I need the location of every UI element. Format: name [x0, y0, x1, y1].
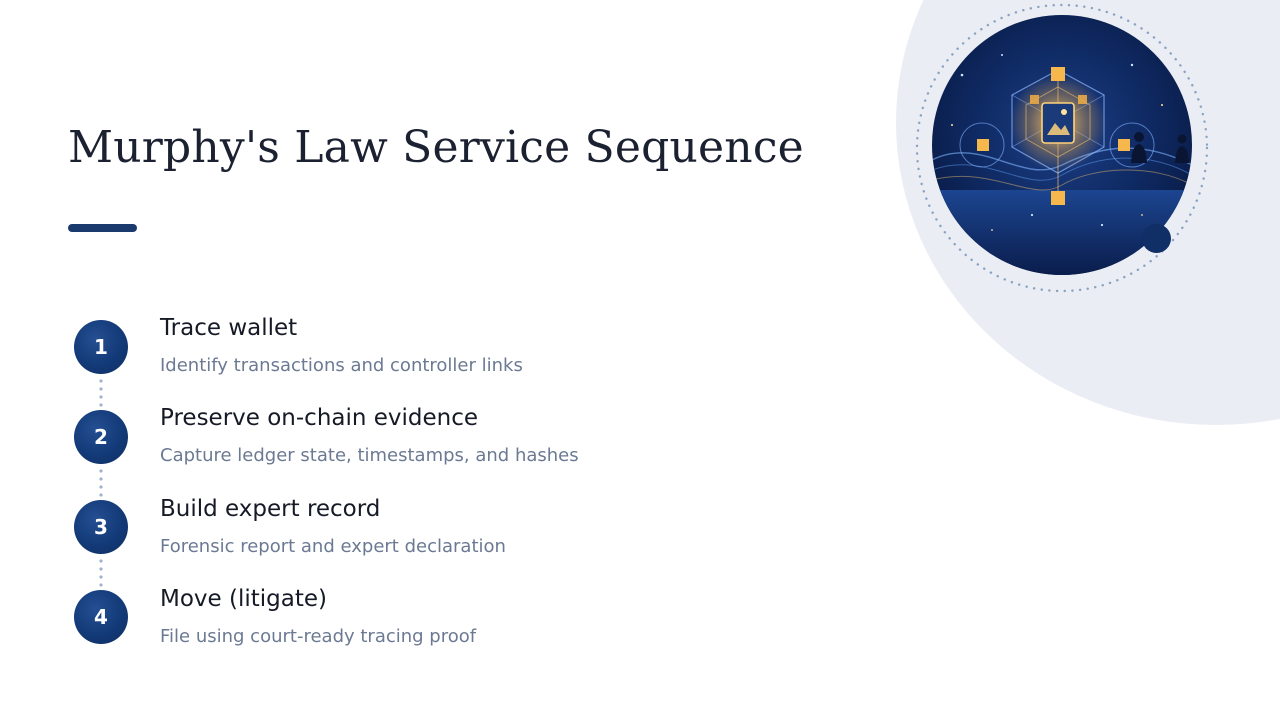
title-underline-accent [68, 224, 137, 232]
step-3-description: Forensic report and expert declaration [160, 536, 506, 557]
step-1-description: Identify transactions and controller lin… [160, 355, 523, 376]
step-connector-2 [99, 467, 103, 497]
accent-dot-decoration [1142, 224, 1171, 253]
step-4-title: Move (litigate) [160, 586, 327, 612]
step-3-number-badge: 3 [74, 500, 128, 554]
step-2-description: Capture ledger state, timestamps, and ha… [160, 445, 579, 466]
step-1-number-badge: 1 [74, 320, 128, 374]
step-4-number-badge: 4 [74, 590, 128, 644]
step-2-title: Preserve on-chain evidence [160, 405, 479, 431]
step-2-number-badge: 2 [74, 410, 128, 464]
step-3-title: Build expert record [160, 496, 381, 522]
step-1-title: Trace wallet [160, 315, 298, 341]
step-connector-1 [99, 377, 103, 407]
slide-title: Murphy's Law Service Sequence [68, 122, 804, 173]
step-4-description: File using court-ready tracing proof [160, 626, 477, 647]
step-connector-3 [99, 557, 103, 587]
dotted-ring-decoration [915, 3, 1209, 293]
